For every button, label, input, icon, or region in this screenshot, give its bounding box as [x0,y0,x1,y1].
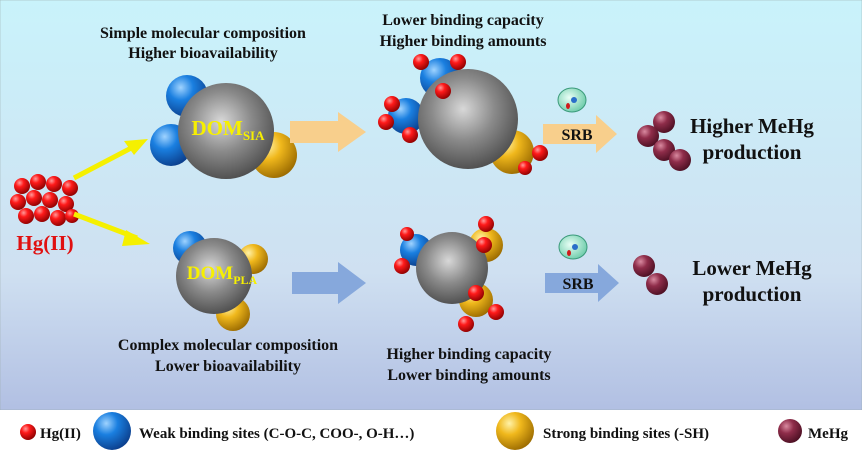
legend-hg-swatch [20,424,36,440]
legend-weak-label: Weak binding sites (C-O-C, COO-, O-H…) [139,426,414,442]
yellow-arrow-up [72,139,148,181]
srb-cell-bottom [558,234,588,260]
bottom-mid-line-1: Higher binding capacity [386,346,551,363]
dom-pla-label: DOMPLA [187,263,258,287]
srb-arrow-bottom [545,264,619,302]
srb-label-top: SRB [561,127,592,144]
top-left-line-1: Simple molecular composition [100,25,306,42]
legend: Hg(II) Weak binding sites (C-O-C, COO-, … [20,412,848,450]
hg-source-cluster [10,174,79,226]
dom-sia-molecule [150,75,297,179]
dom-sia-bound-complex [378,54,548,175]
blue-arrow-bottom [292,262,366,304]
legend-mehg-swatch [778,419,802,443]
dom-pla-molecule [173,231,268,331]
srb-cell-top [557,87,587,113]
legend-weak-swatch [93,412,131,450]
legend-mehg-label: MeHg [808,426,848,442]
legend-strong-swatch [496,412,534,450]
srb-label-bottom: SRB [562,276,593,293]
bottom-result-line-1: Lower MeHg [692,256,812,280]
mehg-cluster-top [637,111,691,171]
top-mid-line-2: Higher binding amounts [380,33,547,50]
bottom-mid-line-2: Lower binding amounts [387,367,550,384]
top-left-line-2: Higher bioavailability [128,45,278,62]
legend-hg-label: Hg(II) [40,426,81,442]
yellow-arrow-down [73,211,150,246]
orange-arrow-top [290,112,366,152]
bottom-left-line-2: Lower bioavailability [155,358,301,375]
bottom-result-line-2: production [703,282,802,306]
top-result-line-2: production [703,140,802,164]
dom-sia-label: DOMSIA [191,116,265,143]
mehg-cluster-bottom [633,255,668,295]
top-result-line-1: Higher MeHg [690,114,814,138]
srb-arrow-top [543,115,617,153]
top-mid-line-1: Lower binding capacity [382,12,544,29]
dom-pla-bound-complex [394,216,504,332]
legend-strong-label: Strong binding sites (-SH) [543,426,709,442]
legend-background [0,410,862,454]
hg-source-label: Hg(II) [16,231,73,255]
bottom-left-line-1: Complex molecular composition [118,337,338,354]
